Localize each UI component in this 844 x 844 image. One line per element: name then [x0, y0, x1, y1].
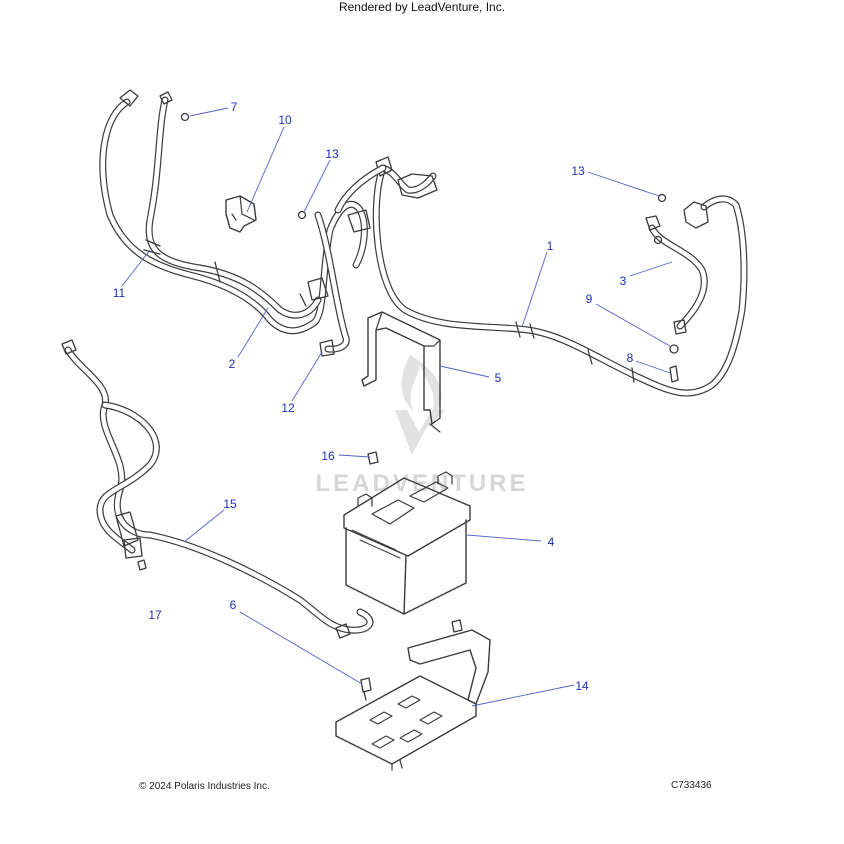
plug-17	[137, 559, 147, 571]
callout-7: 7	[231, 100, 238, 114]
battery-4	[343, 471, 471, 615]
callout-8: 8	[627, 351, 634, 365]
leader-14	[471, 684, 575, 707]
leader-3	[629, 261, 673, 277]
callout-11: 11	[113, 286, 126, 300]
leader-lines	[121, 107, 673, 707]
callout-5: 5	[495, 371, 502, 385]
clip-11	[143, 239, 161, 255]
leader-13a	[303, 159, 331, 213]
nut-9	[669, 344, 679, 354]
leader-8	[635, 360, 671, 374]
leader-9	[595, 303, 671, 347]
leader-10	[246, 126, 285, 213]
callout-16: 16	[321, 449, 335, 463]
callout-4: 4	[548, 535, 555, 549]
nut-13b	[653, 193, 667, 245]
leader-16	[338, 454, 371, 458]
battery-tray-14	[335, 619, 491, 771]
leader-7	[189, 107, 229, 117]
watermark-text: LEADVENTURE	[315, 470, 528, 497]
relay-bracket-10	[225, 195, 257, 233]
leader-1	[521, 251, 548, 328]
watermark-logo-icon	[395, 355, 445, 455]
leader-5	[439, 365, 490, 378]
leader-12	[291, 351, 323, 402]
callout-9: 9	[586, 292, 593, 306]
nut-7	[180, 112, 190, 122]
callout-15: 15	[223, 497, 237, 511]
leader-15	[183, 509, 225, 543]
battery-cable-assembly-1	[372, 156, 748, 397]
callout-1: 1	[547, 239, 554, 253]
callout-12: 12	[281, 401, 295, 415]
connector-12	[319, 339, 335, 357]
leader-13b	[587, 171, 660, 197]
diagram-code: C733436	[671, 780, 712, 791]
callout-13b: 13	[571, 164, 585, 178]
callout-10: 10	[278, 113, 292, 127]
copyright-text: © 2024 Polaris Industries Inc.	[139, 781, 270, 792]
watermark: LEADVENTURE	[315, 355, 528, 497]
leader-11	[121, 249, 151, 287]
leader-2	[237, 307, 269, 358]
callout-13a: 13	[325, 147, 339, 161]
callout-6: 6	[230, 598, 237, 612]
bolt-6	[360, 677, 372, 701]
bolt-16	[367, 451, 379, 465]
callouts: 1 2 3 4 5 6 7 8 9 10 11 12 13 13 14 15 1…	[113, 100, 634, 693]
stud-8	[669, 365, 679, 383]
ground-cable-3	[645, 215, 708, 335]
rendered-by-text: Rendered by LeadVenture, Inc.	[338, 0, 506, 14]
negative-cable-15	[61, 339, 374, 639]
callout-3: 3	[620, 274, 627, 288]
leader-4	[466, 534, 542, 542]
callout-2: 2	[229, 357, 236, 371]
callout-14: 14	[575, 679, 589, 693]
leader-6	[239, 611, 363, 685]
callout-17: 17	[148, 608, 162, 622]
nut-13a	[297, 210, 307, 220]
wire-harness-2	[99, 89, 387, 353]
